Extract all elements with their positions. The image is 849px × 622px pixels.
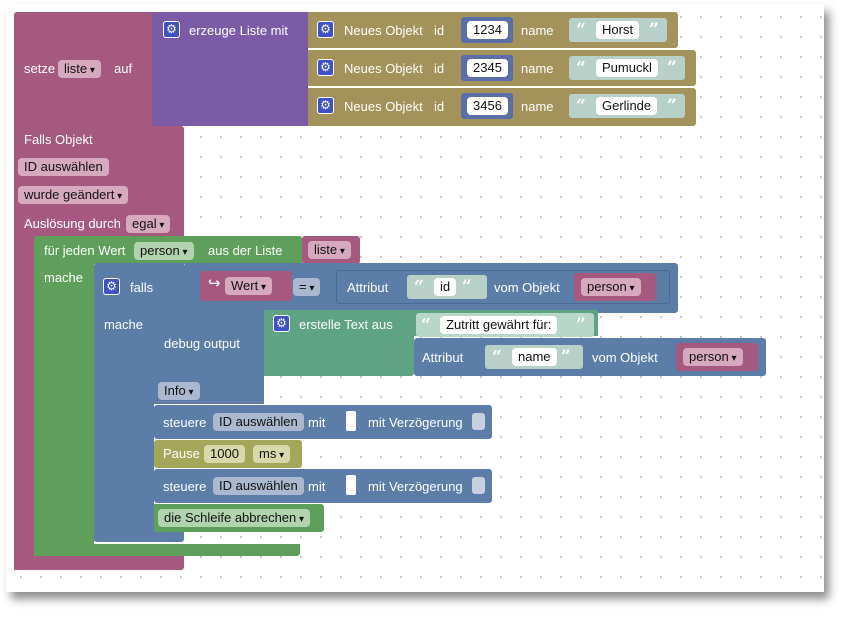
gear-icon[interactable]: ⚙ bbox=[317, 97, 334, 114]
name-text-field[interactable]: Gerlinde bbox=[596, 97, 658, 115]
join-text-field[interactable]: Zutritt gewährt für: bbox=[440, 316, 558, 334]
id-number-field[interactable]: 1234 bbox=[467, 21, 508, 39]
name-text-block[interactable]: “ Horst ” bbox=[569, 18, 667, 42]
id-label: id bbox=[434, 61, 445, 76]
select-id-button[interactable]: ID auswählen bbox=[18, 158, 109, 176]
gear-icon[interactable]: ⚙ bbox=[163, 21, 180, 38]
id-label: id bbox=[434, 99, 445, 114]
new-object-label: Neues Objekt bbox=[344, 99, 423, 114]
for-each-block-arm bbox=[34, 264, 94, 556]
object-variable-dropdown[interactable]: person bbox=[581, 278, 641, 296]
attribute-label: Attribut bbox=[347, 280, 389, 295]
from-list-label: aus der Liste bbox=[208, 243, 283, 258]
debug-of-object-label: vom Objekt bbox=[592, 350, 658, 365]
name-text-block[interactable]: “ Pumuckl ” bbox=[569, 56, 685, 80]
control-select-id-button[interactable]: ID auswählen bbox=[213, 413, 304, 431]
control-label: steuere bbox=[163, 479, 207, 494]
id-number-field[interactable]: 2345 bbox=[467, 59, 508, 77]
debug-object-variable-dropdown[interactable]: person bbox=[683, 348, 743, 366]
list-variable-dropdown[interactable]: liste bbox=[308, 241, 351, 259]
new-object-label: Neues Objekt bbox=[344, 23, 423, 38]
workspace-canvas[interactable]: setze liste auf ⚙ erzeuge Liste mit ⚙ Ne… bbox=[6, 4, 824, 592]
debug-attribute-text-field[interactable]: name bbox=[512, 348, 557, 366]
new-object-label: Neues Objekt bbox=[344, 61, 423, 76]
attribute-text-field[interactable]: id bbox=[434, 278, 457, 296]
control-block-2[interactable] bbox=[154, 469, 492, 503]
trigger-block-bottom bbox=[14, 556, 184, 570]
operator-dropdown[interactable]: = bbox=[293, 278, 321, 296]
debug-output-label: debug output bbox=[164, 336, 240, 351]
name-text-block[interactable]: “ Gerlinde ” bbox=[569, 94, 685, 118]
value-socket[interactable] bbox=[346, 411, 356, 431]
set-variable-dropdown[interactable]: liste bbox=[58, 60, 101, 78]
create-list-label: erzeuge Liste mit bbox=[189, 23, 288, 38]
if-block-arm bbox=[94, 313, 154, 541]
id-label: id bbox=[434, 23, 445, 38]
if-block-bottom bbox=[94, 530, 184, 542]
return-arrow-icon: ↪ bbox=[208, 275, 221, 292]
create-text-block-body bbox=[264, 336, 414, 376]
control-with-label: mit bbox=[308, 479, 326, 494]
debug-level-dropdown[interactable]: Info bbox=[158, 382, 200, 400]
name-label: name bbox=[521, 99, 554, 114]
for-each-block-bottom bbox=[34, 544, 300, 556]
delay-checkbox[interactable] bbox=[472, 413, 485, 430]
loop-do-label: mache bbox=[44, 270, 84, 285]
pause-unit-dropdown[interactable]: ms bbox=[253, 445, 291, 463]
debug-attribute-label: Attribut bbox=[422, 350, 464, 365]
control-select-id-button[interactable]: ID auswählen bbox=[213, 477, 304, 495]
join-text-block[interactable]: “ Zutritt gewährt für: ” bbox=[416, 313, 594, 337]
name-text-field[interactable]: Pumuckl bbox=[596, 59, 658, 77]
delay-label: mit Verzögerung bbox=[368, 415, 463, 430]
pause-value-field[interactable]: 1000 bbox=[204, 445, 245, 463]
to-label: auf bbox=[114, 61, 133, 76]
loop-var-dropdown[interactable]: person bbox=[134, 242, 194, 260]
if-do-label: mache bbox=[104, 317, 144, 332]
control-with-label: mit bbox=[308, 415, 326, 430]
gear-icon[interactable]: ⚙ bbox=[273, 315, 290, 332]
debug-attribute-text-block[interactable]: “ name ” bbox=[485, 345, 583, 369]
for-each-label: für jeden Wert bbox=[44, 243, 126, 258]
name-label: name bbox=[521, 61, 554, 76]
value-dropdown[interactable]: Wert bbox=[225, 277, 273, 295]
gear-icon[interactable]: ⚙ bbox=[317, 21, 334, 38]
delay-label: mit Verzögerung bbox=[368, 479, 463, 494]
name-label: name bbox=[521, 23, 554, 38]
create-text-label: erstelle Text aus bbox=[299, 317, 393, 332]
attribute-text-block[interactable]: “ id ” bbox=[407, 275, 487, 299]
set-label: setze bbox=[24, 61, 56, 76]
control-label: steuere bbox=[163, 415, 207, 430]
changed-dropdown[interactable]: wurde geändert bbox=[18, 186, 129, 204]
break-loop-dropdown[interactable]: die Schleife abbrechen bbox=[158, 509, 311, 527]
control-block-1[interactable] bbox=[154, 405, 492, 439]
id-number-field[interactable]: 3456 bbox=[467, 97, 508, 115]
name-text-field[interactable]: Horst bbox=[596, 21, 640, 39]
trigger-label: Auslösung durch bbox=[24, 216, 121, 231]
trigger-dropdown[interactable]: egal bbox=[126, 215, 171, 233]
trigger-block-arm bbox=[14, 238, 34, 570]
delay-checkbox[interactable] bbox=[472, 477, 485, 494]
pause-label: Pause bbox=[163, 446, 200, 461]
if-label: falls bbox=[130, 280, 154, 295]
of-object-label: vom Objekt bbox=[494, 280, 560, 295]
trigger-title: Falls Objekt bbox=[24, 132, 93, 147]
value-socket[interactable] bbox=[346, 475, 356, 495]
gear-icon[interactable]: ⚙ bbox=[317, 59, 334, 76]
gear-icon[interactable]: ⚙ bbox=[103, 278, 120, 295]
